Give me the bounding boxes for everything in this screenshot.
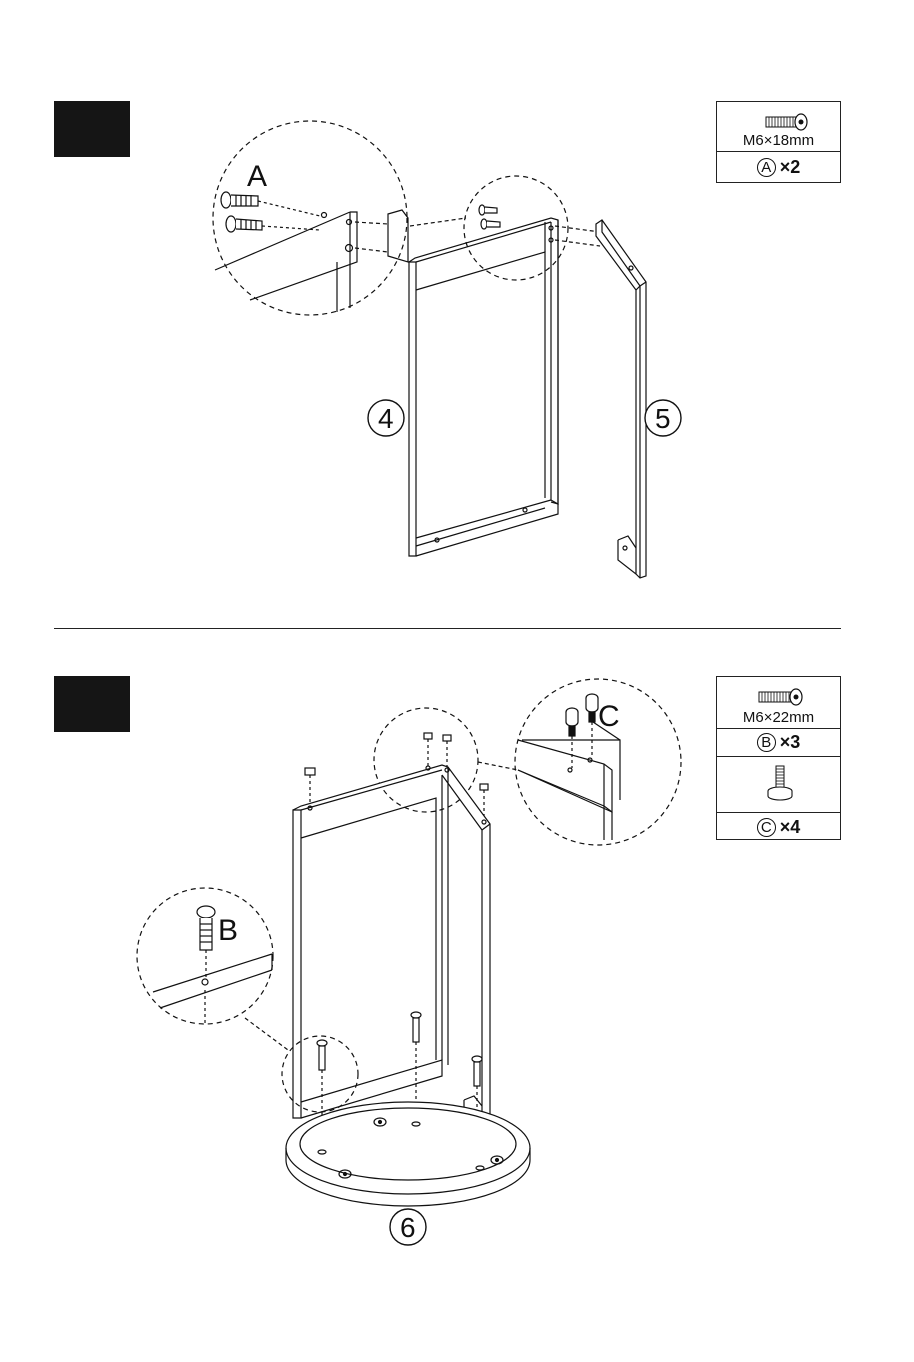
callout-label-c: C: [598, 700, 620, 733]
callout-label-a: A: [247, 160, 267, 193]
callout-label-b: B: [218, 914, 238, 947]
part-number-4: 4: [378, 403, 394, 434]
part-number-5: 5: [655, 403, 671, 434]
part-number-6: 6: [400, 1212, 416, 1243]
